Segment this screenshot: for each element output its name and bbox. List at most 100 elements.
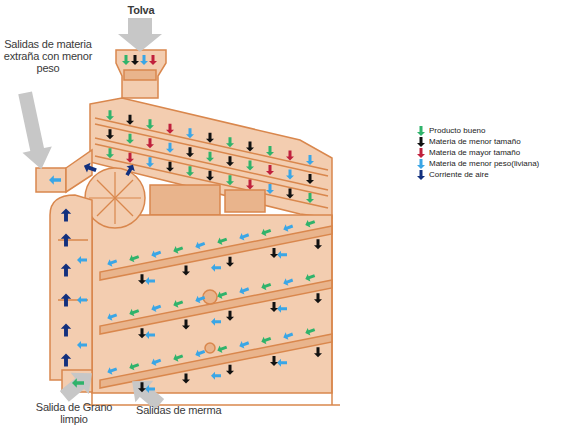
legend-row: Materia de menor tamaño	[416, 137, 576, 147]
legend-row: Producto bueno	[416, 126, 576, 136]
flow-arrow	[182, 374, 190, 384]
flow-arrow	[226, 365, 234, 375]
flow-arrow	[186, 147, 194, 157]
blade	[97, 180, 133, 216]
flow-arrow	[149, 55, 157, 65]
flow-arrow	[172, 352, 184, 363]
legend-row: Corriente de aire	[416, 170, 576, 180]
flow-arrow	[61, 294, 71, 307]
flow-arrow	[226, 311, 234, 321]
lower-deck	[100, 334, 332, 388]
flow-arrow	[211, 264, 221, 272]
flow-arrow	[211, 318, 221, 326]
flow-arrow	[270, 302, 278, 312]
flow-arrow	[286, 170, 294, 180]
flow-arrow	[260, 281, 272, 292]
flow-arrow	[314, 239, 322, 249]
flow-arrow	[77, 296, 87, 304]
legend-row: Materia de mayor tamaño	[416, 148, 576, 158]
flow-arrow	[166, 162, 174, 172]
flow-arrow	[128, 361, 140, 372]
flow-arrow	[106, 257, 118, 268]
flow-arrow	[260, 335, 272, 346]
flow-arrow	[145, 385, 155, 393]
flow-arrow	[282, 276, 294, 287]
flow-arrow	[77, 256, 87, 264]
flow-arrow	[216, 343, 228, 354]
flow-arrow	[238, 285, 250, 296]
flow-arrow	[266, 146, 274, 156]
flow-arrow	[306, 155, 314, 165]
flow-arrow	[417, 148, 425, 158]
flow-arrow	[106, 110, 114, 120]
flow-arrows	[49, 55, 322, 393]
flow-arrow	[186, 128, 194, 138]
flow-arrow	[126, 153, 134, 163]
legend-text: Materia de menor peso(liviana)	[429, 159, 539, 169]
flow-arrow	[226, 175, 234, 185]
flow-arrow	[145, 331, 155, 339]
part-label: Salidas de materia extraña con menor pes…	[0, 38, 96, 74]
flow-arrow	[238, 231, 250, 242]
flow-arrow	[61, 264, 71, 277]
lower-deck	[100, 280, 332, 334]
flow-arrow	[286, 151, 294, 161]
flow-arrow	[61, 234, 71, 247]
flow-arrow	[182, 266, 190, 276]
flow-arrow	[172, 244, 184, 255]
flow-arrow	[61, 354, 71, 367]
pulley	[203, 290, 217, 304]
part-label: Salida de Grano limpio	[28, 401, 120, 425]
pointer-arrows	[10, 18, 168, 415]
duct	[66, 150, 92, 192]
flow-arrow	[106, 148, 114, 158]
flow-arrow	[138, 328, 146, 338]
flow-arrow	[72, 378, 84, 388]
flow-arrow	[306, 174, 314, 184]
flow-arrow	[122, 55, 130, 65]
flow-arrow	[266, 184, 274, 194]
part-label: Salidas de merma	[136, 404, 240, 416]
flow-arrow	[106, 311, 118, 322]
flow-arrow	[123, 162, 137, 177]
flow-arrow	[270, 248, 278, 258]
flow-arrow	[417, 126, 425, 136]
legend-swatch	[416, 126, 426, 136]
flow-arrow	[216, 235, 228, 246]
flow-arrow	[194, 240, 206, 251]
flow-arrow	[106, 365, 118, 376]
flow-arrow	[172, 298, 184, 309]
flow-arrow	[140, 55, 148, 65]
flow-arrow	[226, 257, 234, 267]
flow-arrow	[82, 161, 98, 175]
blade	[97, 180, 133, 216]
aspiration-duct	[50, 195, 92, 380]
machine-body	[36, 50, 340, 405]
light-outlet-pointer	[10, 90, 56, 173]
flow-arrow	[417, 137, 425, 147]
hopper-pointer	[118, 18, 162, 52]
flow-arrow	[194, 348, 206, 359]
flow-arrow	[238, 339, 250, 350]
flow-arrow	[61, 324, 71, 337]
flow-arrow	[128, 307, 140, 318]
legend-row: Materia de menor peso(liviana)	[416, 159, 576, 169]
flow-arrow	[270, 356, 278, 366]
pulley	[205, 343, 215, 353]
flow-arrow	[166, 143, 174, 153]
legend-swatch	[416, 137, 426, 147]
flow-arrow	[314, 293, 322, 303]
drive	[225, 190, 265, 212]
flow-arrow	[260, 227, 272, 238]
flow-arrow	[417, 170, 425, 180]
legend-swatch	[416, 148, 426, 158]
flow-arrow	[61, 209, 71, 222]
flow-arrow	[186, 166, 194, 176]
flow-arrow	[306, 193, 314, 203]
lower-frame	[92, 215, 332, 393]
flow-arrow	[106, 129, 114, 139]
flow-arrow	[304, 326, 316, 337]
flow-arrow	[49, 175, 61, 185]
motor	[150, 185, 220, 215]
